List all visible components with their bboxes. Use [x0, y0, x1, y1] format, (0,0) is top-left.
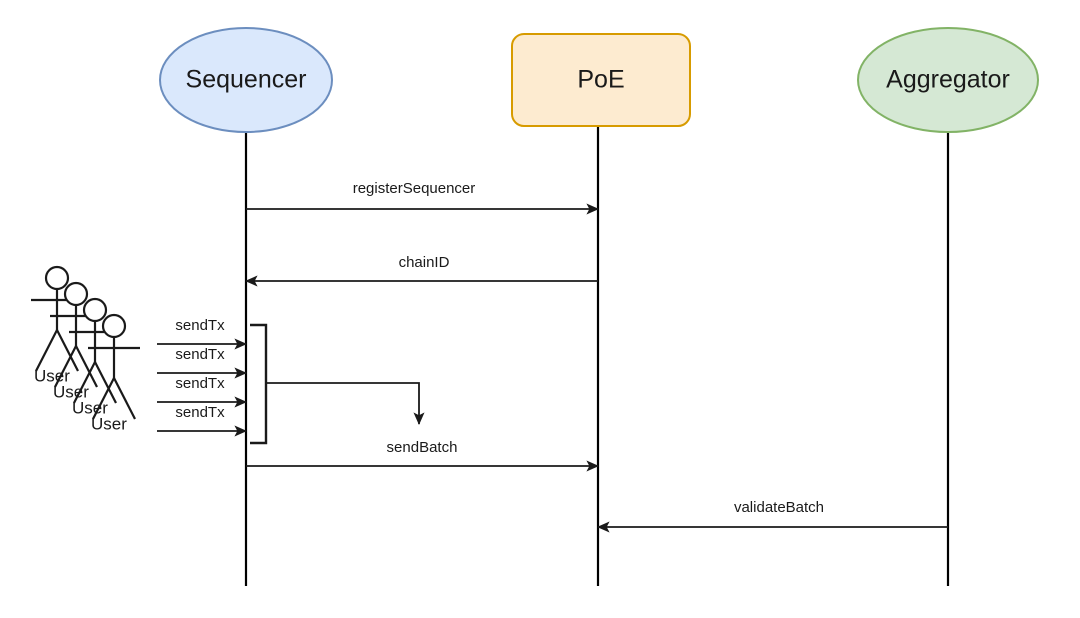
tx-batch-branch-arrow — [266, 382, 425, 426]
user-actor-1[interactable]: User — [31, 265, 83, 385]
send-tx-label: sendTx — [175, 346, 225, 363]
user-head-icon — [82, 297, 108, 323]
user-actor-group[interactable]: User User User — [31, 265, 140, 433]
send-tx-label: sendTx — [175, 404, 225, 421]
message-chain-id[interactable]: chainID — [244, 254, 598, 287]
user-actor-3[interactable]: User — [69, 297, 121, 417]
user-label: User — [34, 366, 70, 385]
user-leg-left-line — [92, 377, 115, 420]
user-actor-4[interactable]: User — [88, 313, 140, 433]
message-send-tx-3[interactable]: sendTx — [157, 375, 248, 408]
user-head-icon — [63, 281, 89, 307]
user-actor-2[interactable]: User — [50, 281, 102, 401]
aggregator-ellipse[interactable] — [857, 27, 1039, 133]
sequencer-label: Sequencer — [186, 66, 307, 94]
user-leg-right-line — [113, 377, 136, 420]
aggregator-label: Aggregator — [886, 66, 1010, 94]
user-head-icon — [101, 313, 127, 339]
user-leg-left-line — [35, 329, 58, 372]
user-leg-right-line — [94, 361, 117, 404]
chain-id-label: chainID — [399, 254, 450, 271]
tx-batch-bracket — [250, 323, 268, 445]
user-label: User — [72, 398, 108, 417]
message-validate-batch[interactable]: validateBatch — [596, 499, 948, 533]
user-leg-left-line — [73, 361, 96, 404]
user-head-icon — [44, 265, 70, 291]
poe-box[interactable] — [511, 33, 691, 127]
user-label: User — [91, 414, 127, 433]
message-send-tx-1[interactable]: sendTx — [157, 317, 248, 350]
sequencer-ellipse[interactable] — [159, 27, 333, 133]
register-sequencer-label: registerSequencer — [353, 180, 476, 197]
tx-batch-bracket-group — [250, 323, 425, 445]
send-batch-label: sendBatch — [387, 439, 458, 456]
participant-sequencer[interactable]: Sequencer — [159, 27, 333, 133]
message-register-sequencer[interactable]: registerSequencer — [246, 180, 600, 215]
user-leg-left-line — [54, 345, 77, 388]
poe-label: PoE — [577, 66, 624, 94]
send-tx-label: sendTx — [175, 317, 225, 334]
lifelines — [244, 126, 950, 586]
user-leg-right-line — [56, 329, 79, 372]
user-label: User — [53, 382, 89, 401]
validate-batch-label: validateBatch — [734, 499, 824, 516]
send-tx-label: sendTx — [175, 375, 225, 392]
message-send-batch[interactable]: sendBatch — [246, 439, 600, 472]
participant-poe[interactable]: PoE — [511, 33, 691, 127]
message-send-tx-4[interactable]: sendTx — [157, 404, 248, 437]
participant-aggregator[interactable]: Aggregator — [857, 27, 1039, 133]
user-leg-right-line — [75, 345, 98, 388]
message-send-tx-2[interactable]: sendTx — [157, 346, 248, 379]
